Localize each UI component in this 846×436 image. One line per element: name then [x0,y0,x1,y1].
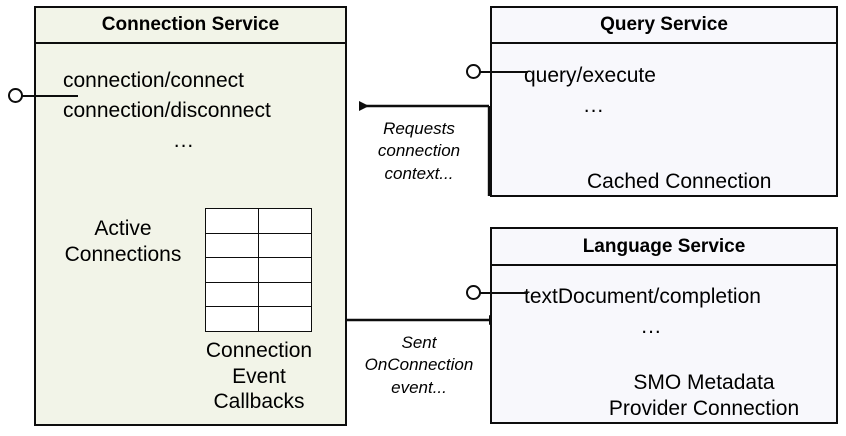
table-row [205,257,312,283]
connector-query-to-connection [359,101,491,196]
query-service-body: query/execute ... Cached Connection [492,44,836,195]
artifact-label-active-connections: Active Connections [64,217,182,266]
interface-stem [480,71,528,73]
component-query-service[interactable]: Query Service query/execute ... Cached C… [490,6,838,197]
connection-service-body: connection/connect connection/disconnect… [36,44,345,424]
language-service-body: textDocument/completion ... SMO Metadata… [492,266,836,422]
operation-query-execute[interactable]: query/execute [524,64,656,87]
connection-service-title: Connection Service [36,8,345,44]
query-service-title: Query Service [492,8,836,44]
table-row [205,232,312,259]
table-row [205,306,312,332]
artifact-label-smo-metadata-provider-connection: SMO Metadata Provider Connection [608,371,800,420]
interface-stem [22,95,78,97]
artifact-label-connection-event-callbacks: Connection Event Callbacks [205,339,313,414]
query-service-operations: query/execute ... [492,61,836,121]
connection-service-interface-lollipop[interactable] [8,86,78,106]
interface-circle-icon [8,88,23,103]
operation-textdocument-completion[interactable]: textDocument/completion [524,285,761,308]
interface-circle-icon [466,64,481,79]
language-service-operations-ellipsis: ... [641,314,662,338]
connection-service-operations: connection/connect connection/disconnect… [36,66,345,155]
operation-connection-connect[interactable]: connection/connect [63,69,244,92]
connection-service-operations-ellipsis: ... [173,128,195,152]
operation-connection-disconnect[interactable]: connection/disconnect [63,98,271,122]
connector-label-requests-connection-context: Requests connection context... [377,119,461,183]
language-service-interface-lollipop[interactable] [466,283,528,303]
table-row [205,208,312,234]
query-service-operations-ellipsis: ... [583,93,605,117]
table-row [205,281,312,308]
connector-label-sent-onconnection-event: Sent OnConnection event... [364,333,474,397]
interface-stem [480,292,528,294]
table-grid-icon [205,208,312,332]
component-connection-service[interactable]: Connection Service connection/connect co… [34,6,347,426]
language-service-title: Language Service [492,229,836,266]
language-service-operations: textDocument/completion ... [492,282,836,342]
component-language-service[interactable]: Language Service textDocument/completion… [490,227,838,424]
interface-circle-icon [466,285,481,300]
artifact-label-cached-connection: Cached Connection [587,170,772,193]
query-service-interface-lollipop[interactable] [466,62,528,82]
